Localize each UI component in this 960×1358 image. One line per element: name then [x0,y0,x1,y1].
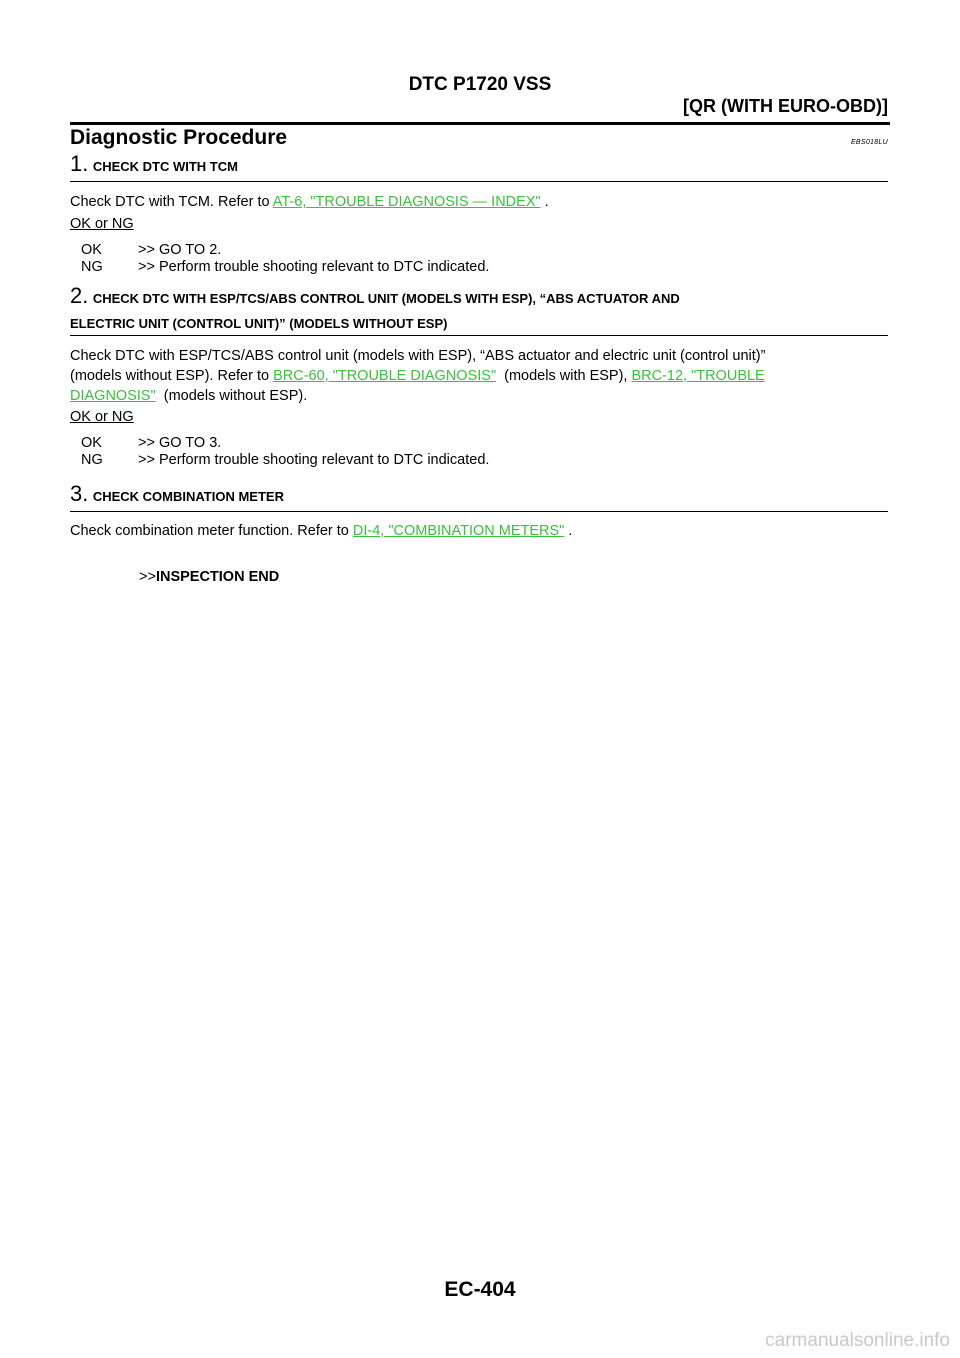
step-1-heading: 1. CHECK DTC WITH TCM [70,150,888,182]
step-3-text-prefix: Check combination meter function. Refer … [70,523,353,539]
step-1-option-ok: OK >> GO TO 2. [81,242,221,258]
link-brc-60[interactable]: BRC-60, "TROUBLE DIAGNOSIS" [273,368,497,384]
link-brc-12-part-2[interactable]: DIAGNOSIS" [70,388,156,404]
header-divider [70,122,890,125]
section-title: Diagnostic Procedure [70,126,288,149]
step-2-text-line-1: Check DTC with ESP/TCS/ABS control unit … [70,348,766,364]
step-1-text-prefix: Check DTC with TCM. Refer to [70,194,273,210]
option-code: OK [81,435,102,451]
step-3-end: >>INSPECTION END [139,569,279,585]
link-brc-12-part-1[interactable]: BRC-12, "TROUBLE [631,368,765,384]
option-code: NG [81,259,103,275]
step-2-text: Check DTC with ESP/TCS/ABS control unit … [70,346,890,406]
step-2-text-mid: (models with ESP), [496,368,632,384]
option-text: >> Perform trouble shooting relevant to … [138,259,490,275]
step-3-number: 3. [70,481,89,506]
link-at-6[interactable]: AT-6, "TROUBLE DIAGNOSIS — INDEX" [272,194,541,210]
step-2-text-line-3: DIAGNOSIS" (models without ESP). [70,386,890,406]
option-code: NG [81,452,103,468]
step-2-option-ng: NG >> Perform trouble shooting relevant t… [81,452,489,468]
step-2-title-line-2: ELECTRIC UNIT (CONTROL UNIT)” (MODELS WI… [70,316,448,331]
step-3-text: Check combination meter function. Refer … [70,521,890,541]
step-1-number: 1. [70,151,89,176]
end-arrow: >> [139,569,156,585]
step-1-title: CHECK DTC WITH TCM [92,159,238,174]
option-text: >> GO TO 3. [138,435,222,451]
step-2-title-line-1: CHECK DTC WITH ESP/TCS/ABS CONTROL UNIT … [92,291,680,306]
step-2-ok-ng-label: OK or NG [70,409,134,425]
step-2-option-ok: OK >> GO TO 3. [81,435,221,451]
step-2-number: 2. [70,283,89,308]
step-1-text-suffix: . [540,194,549,210]
option-text: >> Perform trouble shooting relevant to … [138,452,490,468]
page-number: EC-404 [444,1278,516,1301]
option-code: OK [81,242,102,258]
watermark: carmanualsonline.info [765,1330,950,1351]
step-1-option-ng: NG >> Perform trouble shooting relevant t… [81,259,489,275]
step-3-heading: 3. CHECK COMBINATION METER [70,480,888,512]
option-text: >> GO TO 2. [138,242,222,258]
step-1-ok-ng-label: OK or NG [70,216,134,232]
section-code: EBS018LU [850,139,888,146]
page-subtitle: [QR (WITH EURO-OBD)] [683,96,888,116]
step-2-text-line-2: (models without ESP). Refer to BRC-60, "… [70,366,890,386]
step-2-text-suffix: (models without ESP). [155,388,308,404]
link-di-4[interactable]: DI-4, "COMBINATION METERS" [352,523,565,539]
step-2-text-prefix: (models without ESP). Refer to [70,368,274,384]
end-text: INSPECTION END [155,569,280,585]
step-1-text: Check DTC with TCM. Refer to AT-6, "TROU… [70,192,890,212]
page-title: DTC P1720 VSS [408,74,552,95]
step-3-text-suffix: . [564,523,573,539]
step-2-heading: 2. CHECK DTC WITH ESP/TCS/ABS CONTROL UN… [70,282,888,336]
step-3-title: CHECK COMBINATION METER [92,489,284,504]
